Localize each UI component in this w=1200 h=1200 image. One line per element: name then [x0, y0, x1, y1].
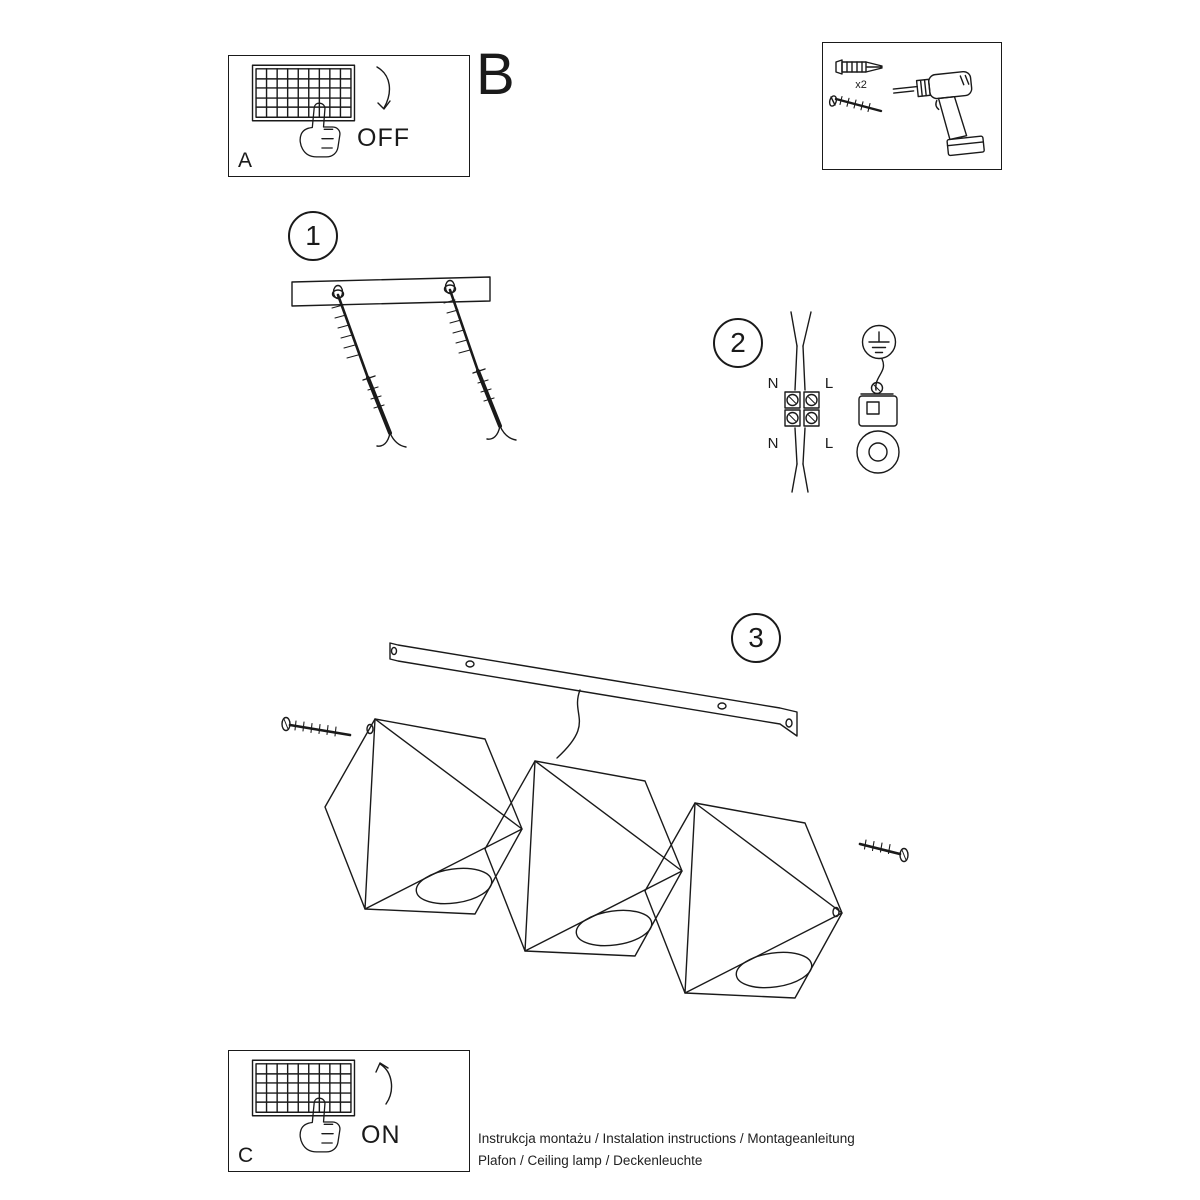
flip-down-arrow-icon: [371, 62, 397, 114]
tools-illustration: x2: [828, 59, 985, 157]
wiring-illustration: N L N L: [768, 311, 900, 493]
screw-with-anchor-right: [443, 284, 517, 441]
box-a-label: A: [238, 149, 253, 172]
wire-label-n-bottom: N: [768, 435, 779, 452]
lamp-opening: [415, 867, 493, 905]
wire-label-l-bottom: L: [825, 435, 833, 452]
off-label: OFF: [357, 124, 410, 152]
ground-symbol-icon: [861, 324, 897, 360]
anchor-quantity-label: x2: [855, 79, 867, 91]
lamp-shade-module-2: [484, 760, 683, 957]
lamp-opening: [735, 951, 813, 989]
wire-label-l-top: L: [825, 375, 833, 392]
caption-line-2: Plafon / Ceiling lamp / Deckenleuchte: [478, 1153, 703, 1168]
mounting-bracket-bar: [291, 276, 491, 307]
lamp-opening: [575, 909, 653, 947]
side-screw-left-icon: [281, 716, 374, 737]
side-screw-right-icon: [832, 839, 909, 918]
caption-line-1: Instrukcja montażu / Instalation instruc…: [478, 1131, 855, 1146]
step3-number: 3: [748, 622, 764, 653]
step2-number-badge: 2: [713, 318, 763, 368]
wire-label-n-top: N: [768, 375, 779, 392]
flip-up-arrow-icon: [371, 1057, 397, 1109]
footer-captions: Instrukcja montażu / Instalation instruc…: [478, 1128, 855, 1172]
mounting-rail-icon: [389, 642, 798, 737]
box-c-label: C: [238, 1144, 254, 1167]
terminal-block-icon: [784, 391, 820, 427]
hand-press-icon: [293, 100, 349, 168]
section-b-label: B: [476, 42, 515, 107]
lamp-shade-module-1: [324, 718, 523, 915]
mounting-screw-icon: [828, 95, 883, 113]
wall-plug-icon: [835, 59, 883, 75]
step1-number: 1: [305, 220, 321, 251]
lamp-assembly-illustration: [281, 642, 909, 999]
step1-number-badge: 1: [288, 211, 338, 261]
on-label: ON: [361, 1121, 401, 1149]
cable-gland-icon: [856, 358, 900, 474]
supply-cable-icon: [790, 311, 812, 493]
mounting-bracket-illustration: [291, 276, 517, 448]
power-off-box: OFF A: [228, 55, 470, 177]
screw-with-anchor-left: [331, 289, 407, 448]
drill-icon: [892, 70, 985, 157]
power-on-box: ON C: [228, 1050, 470, 1172]
lamp-shade-module-3: [644, 802, 843, 999]
hand-press-icon: [293, 1095, 349, 1163]
power-cable-icon: [556, 689, 581, 759]
step3-number-badge: 3: [731, 613, 781, 663]
tools-box: x2: [822, 42, 1002, 170]
step2-number: 2: [730, 327, 746, 358]
